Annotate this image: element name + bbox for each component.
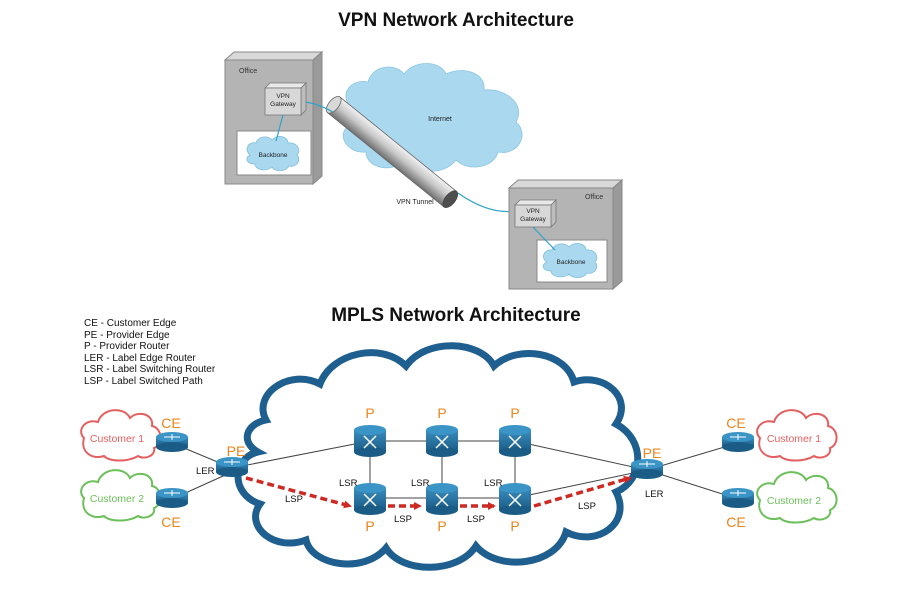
label-p-bottom-1: P xyxy=(365,518,374,534)
label-ce-right-bottom: CE xyxy=(726,514,745,530)
customer-cloud-left-top-label: Customer 1 xyxy=(90,433,144,445)
label-lsr-1: LSR xyxy=(339,478,358,489)
legend-item-pe: PE - Provider Edge xyxy=(84,329,170,341)
label-pe-left: PE xyxy=(227,443,246,459)
legend-item-lsr: LSR - Label Switching Router xyxy=(84,364,216,376)
lsp-segment-4 xyxy=(533,475,632,508)
mpls-diagram-title: MPLS Network Architecture xyxy=(331,305,581,326)
label-p-bottom-2: P xyxy=(437,518,446,534)
label-ce-left-top: CE xyxy=(161,415,180,431)
router-ce-left-top xyxy=(156,432,188,452)
office-left-label: Office xyxy=(239,68,257,75)
label-lsp-4: LSP xyxy=(578,501,596,512)
label-ce-left-bottom: CE xyxy=(161,514,180,530)
vpn-gateway-left-label-line2: Gateway xyxy=(270,101,296,108)
customer-cloud-right-bottom xyxy=(756,471,838,524)
gateway-backbone-link-left xyxy=(275,114,284,142)
internet-label: Internet xyxy=(428,116,452,123)
backbone-cloud-right xyxy=(542,243,598,279)
router-p-top-1 xyxy=(354,425,386,457)
customer-cloud-left-bottom-label: Customer 2 xyxy=(90,493,144,505)
label-lsp-3: LSP xyxy=(467,514,485,525)
link-pe-left-p1 xyxy=(231,440,371,469)
label-p-bottom-3: P xyxy=(510,518,519,534)
customer-cloud-right-top xyxy=(756,409,838,462)
vpn-gateway-right xyxy=(514,199,557,228)
gateway-tunnel-link-left xyxy=(305,101,334,113)
legend-item-p: P - Provider Router xyxy=(84,341,170,353)
backbone-left-label: Backbone xyxy=(259,152,288,159)
label-lsr-2: LSR xyxy=(411,478,430,489)
label-lsr-3: LSR xyxy=(484,478,503,489)
gateway-tunnel-link-right xyxy=(457,192,517,213)
label-ler-right: LER xyxy=(645,489,664,500)
lsp-path xyxy=(245,475,632,510)
legend-item-ce: CE - Customer Edge xyxy=(84,318,177,329)
router-p-bottom-1 xyxy=(354,483,386,515)
router-pe-right xyxy=(631,459,663,479)
link-p3-pe-right xyxy=(514,440,648,471)
customer-cloud-right-bottom-label: Customer 2 xyxy=(767,495,821,507)
legend-item-ler: LER - Label Edge Router xyxy=(84,352,196,364)
vpn-tunnel xyxy=(325,96,459,208)
label-p-top-2: P xyxy=(437,405,446,421)
gateway-backbone-link-right xyxy=(532,226,556,251)
lsp-segment-1 xyxy=(245,476,352,509)
label-p-top-3: P xyxy=(510,405,519,421)
label-ler-left: LER xyxy=(196,466,215,477)
label-ce-right-top: CE xyxy=(726,415,745,431)
router-p-bottom-3 xyxy=(499,483,531,515)
router-p-top-3 xyxy=(499,425,531,457)
label-lsp-1: LSP xyxy=(285,494,303,505)
vpn-gateway-right-label-line2: Gateway xyxy=(520,216,546,223)
label-p-top-1: P xyxy=(365,405,374,421)
router-p-top-2 xyxy=(426,425,458,457)
legend-item-lsp: LSP - Label Switched Path xyxy=(84,375,203,387)
router-p-bottom-2 xyxy=(426,483,458,515)
office-right-label: Office xyxy=(585,194,603,201)
vpn-gateway-left-label-line1: VPN xyxy=(276,93,290,100)
label-lsp-2: LSP xyxy=(394,514,412,525)
router-ce-right-bottom xyxy=(722,488,754,508)
backbone-right-label: Backbone xyxy=(557,259,586,266)
link-p6-pe-right xyxy=(514,469,648,499)
vpn-diagram-title: VPN Network Architecture xyxy=(338,10,574,31)
mpls-legend: CE - Customer Edge PE - Provider Edge P … xyxy=(84,318,215,388)
router-pe-left xyxy=(216,457,248,477)
backbone-cloud-left xyxy=(246,136,300,172)
customer-cloud-right-top-label: Customer 1 xyxy=(767,433,821,445)
router-ce-left-bottom xyxy=(156,488,188,508)
vpn-tunnel-label: VPN Tunnel xyxy=(396,199,434,206)
label-pe-right: PE xyxy=(643,445,662,461)
router-ce-right-top xyxy=(722,432,754,452)
vpn-gateway-right-label-line1: VPN xyxy=(526,208,540,215)
